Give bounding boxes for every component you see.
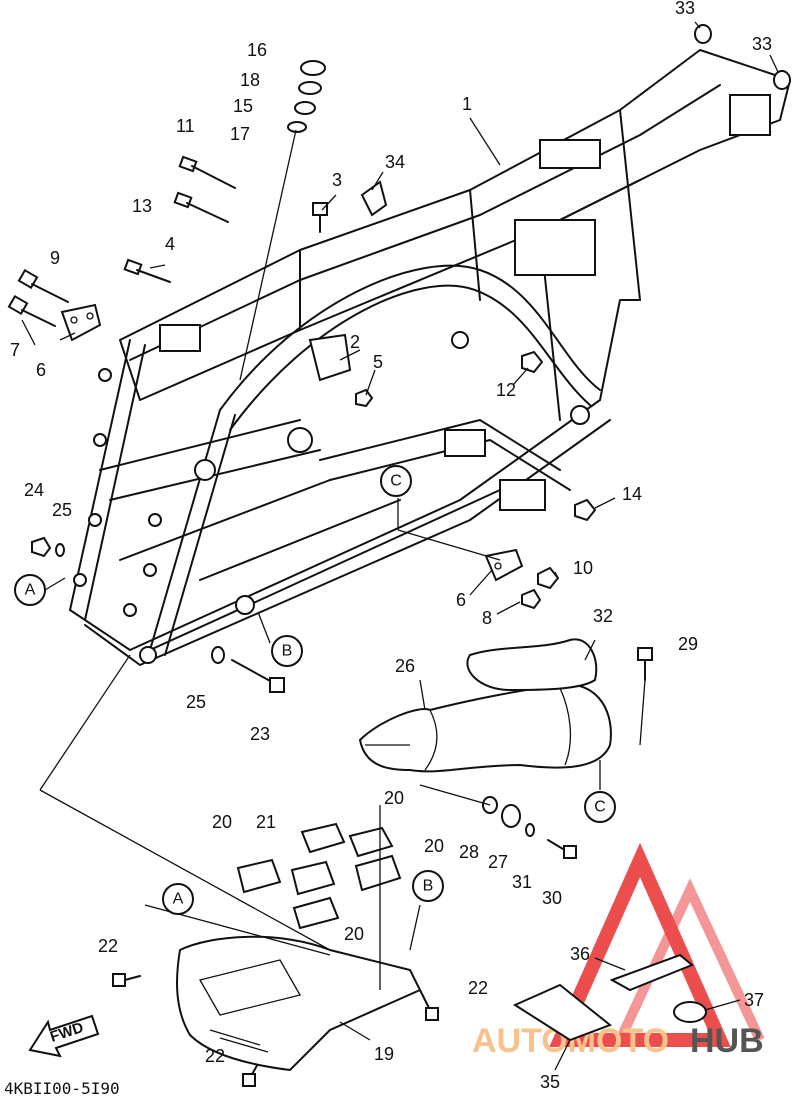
label-37: 37 <box>744 990 764 1010</box>
label-3: 3 <box>332 170 342 190</box>
label-26: 26 <box>395 656 415 676</box>
label-10: 10 <box>573 558 593 578</box>
label-22b: 22 <box>468 978 488 998</box>
label-8: 8 <box>482 608 492 628</box>
label-1: 1 <box>462 94 472 114</box>
svg-text:B: B <box>423 878 434 895</box>
label-7: 7 <box>10 340 20 360</box>
label-21: 21 <box>256 812 276 832</box>
callout-a-lower: A <box>162 883 194 915</box>
callout-a-upper: A <box>14 574 46 606</box>
part-26-cover <box>358 683 612 773</box>
label-20d: 20 <box>344 924 364 944</box>
label-33a: 33 <box>675 0 695 18</box>
label-18: 18 <box>240 70 260 90</box>
label-22c: 22 <box>205 1046 225 1066</box>
label-9: 9 <box>50 248 60 268</box>
label-36: 36 <box>570 944 590 964</box>
decal-parts <box>512 953 741 1071</box>
label-20a: 20 <box>384 788 404 808</box>
label-16: 16 <box>247 40 267 60</box>
watermark-text-right: HUB <box>690 1022 764 1060</box>
fwd-arrow: FWD <box>28 1014 100 1058</box>
svg-text:A: A <box>25 582 36 599</box>
label-2: 2 <box>350 332 360 352</box>
label-25b: 25 <box>186 692 206 712</box>
label-5: 5 <box>373 352 383 372</box>
label-14: 14 <box>622 484 642 504</box>
svg-text:A: A <box>173 891 184 908</box>
label-20c: 20 <box>424 836 444 856</box>
label-23: 23 <box>250 724 270 744</box>
label-24: 24 <box>24 480 44 500</box>
label-6b: 6 <box>456 590 466 610</box>
label-35: 35 <box>540 1072 560 1092</box>
skid-plate <box>176 935 422 1072</box>
callout-b-upper: B <box>271 635 303 667</box>
fasteners <box>7 24 791 1087</box>
label-11: 11 <box>176 116 195 136</box>
label-20b: 20 <box>212 812 232 832</box>
label-34: 34 <box>385 152 405 172</box>
label-17: 17 <box>230 124 250 144</box>
label-4: 4 <box>165 234 175 254</box>
label-29: 29 <box>678 634 698 654</box>
label-12: 12 <box>496 380 516 400</box>
svg-text:C: C <box>390 473 402 490</box>
svg-text:B: B <box>282 643 293 660</box>
label-22a: 22 <box>98 936 118 956</box>
label-13: 13 <box>132 196 152 216</box>
label-30: 30 <box>542 888 562 908</box>
callout-c-upper: C <box>380 465 412 497</box>
label-15: 15 <box>233 96 253 116</box>
part-number-labels: 1 2 3 4 5 6 6 7 8 9 10 11 12 13 14 15 16… <box>10 0 772 1092</box>
callout-b-lower: B <box>412 870 444 902</box>
label-31: 31 <box>512 872 532 892</box>
diagram-code: 4KBII00-5I90 <box>4 1079 120 1098</box>
watermark-logo <box>549 842 765 1047</box>
callout-c-lower: C <box>584 791 616 823</box>
main-frame <box>69 49 791 666</box>
label-32: 32 <box>593 606 613 626</box>
label-19: 19 <box>374 1044 394 1064</box>
label-28: 28 <box>459 842 479 862</box>
pads <box>236 822 402 930</box>
svg-text:C: C <box>594 799 606 816</box>
leader-lines <box>21 21 779 1041</box>
label-27: 27 <box>488 852 508 872</box>
part-32-mat <box>466 638 598 692</box>
label-6a: 6 <box>36 360 46 380</box>
label-25a: 25 <box>52 500 72 520</box>
label-33b: 33 <box>752 34 772 54</box>
